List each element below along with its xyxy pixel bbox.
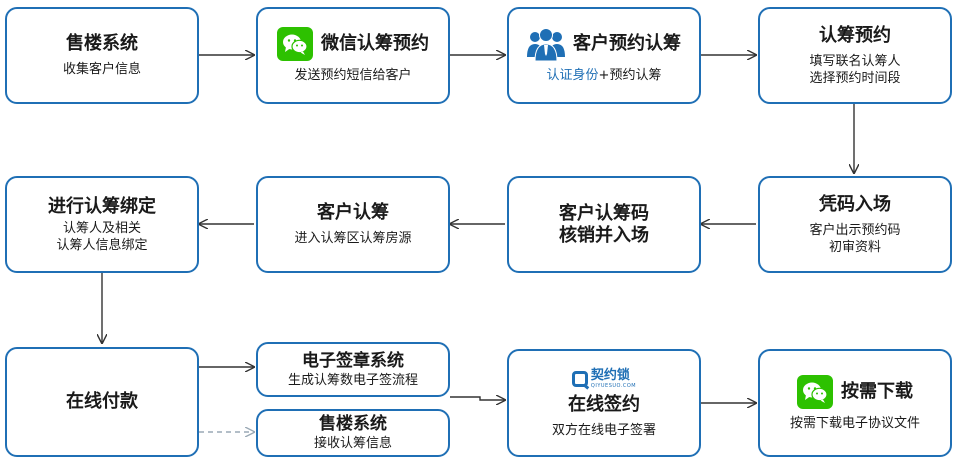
node-title: 在线付款	[66, 391, 138, 412]
node-subtitle: 按需下载电子协议文件	[789, 415, 920, 431]
highlight-text: 认证身份	[546, 68, 599, 83]
node-subtitle: 双方在线电子签署	[551, 422, 656, 438]
node-subtitle: 填写联名认筹人 选择预约时间段	[809, 53, 900, 87]
qiyuesuo-logo-icon	[571, 370, 588, 387]
arrow-n10-n12	[450, 397, 505, 400]
node-title: 在线签约	[568, 393, 640, 415]
node-booking-form: 认筹预约 填写联名认筹人 选择预约时间段	[758, 7, 952, 104]
qiyuesuo-logo: 契约锁 QIYUESUO.COM	[571, 367, 637, 390]
subtitle-line: 填写联名认筹人	[809, 53, 901, 69]
node-subtitle: 接收认筹信息	[313, 436, 392, 451]
node-customer-subscription: 客户认筹 进入认筹区认筹房源	[256, 176, 450, 273]
subtitle-line: 认筹人信息绑定	[56, 237, 148, 253]
customer-group-icon	[527, 28, 565, 61]
node-e-signature-system: 电子签章系统 生成认筹数电子签流程	[256, 342, 450, 397]
wechat-icon	[797, 374, 833, 409]
node-title: 核销并入场	[559, 224, 649, 246]
logo-subtext: QIYUESUO.COM	[590, 382, 637, 389]
node-title: 进行认筹绑定	[48, 195, 156, 217]
node-subtitle: 认筹人及相关 认筹人信息绑定	[56, 220, 147, 254]
subtitle-rest: +预约认筹	[598, 68, 662, 83]
logo-text: 契约锁	[590, 367, 630, 383]
subtitle-line: 初审资料	[828, 239, 881, 255]
node-title: 认筹预约	[819, 24, 891, 46]
node-sales-system-collect: 售楼系统 收集客户信息	[5, 7, 199, 104]
node-title: 客户认筹	[317, 202, 389, 223]
node-subtitle: 收集客户信息	[62, 62, 141, 77]
node-subtitle: 发送预约短信给客户	[294, 68, 412, 83]
node-sales-system-receive: 售楼系统 接收认筹信息	[256, 409, 450, 457]
node-title: 凭码入场	[819, 193, 891, 215]
node-subtitle: 认证身份+预约认筹	[547, 67, 662, 84]
node-wechat-booking: 微信认筹预约 发送预约短信给客户	[256, 7, 450, 104]
wechat-icon	[277, 27, 313, 61]
node-title: 按需下载	[841, 380, 913, 402]
node-download-on-demand: 按需下载 按需下载电子协议文件	[758, 349, 952, 457]
node-title: 客户预约认筹	[573, 33, 681, 54]
node-subtitle: 客户出示预约码 初审资料	[809, 222, 900, 256]
node-code-verification: 客户认筹码 核销并入场	[507, 176, 701, 273]
subtitle-line: 认筹人及相关	[62, 220, 141, 236]
node-online-payment: 在线付款	[5, 347, 199, 457]
node-online-signing: 契约锁 QIYUESUO.COM 在线签约 双方在线电子签署	[507, 349, 701, 457]
node-subtitle: 进入认筹区认筹房源	[294, 231, 412, 246]
node-title: 售楼系统	[66, 33, 138, 54]
node-subscription-binding: 进行认筹绑定 认筹人及相关 认筹人信息绑定	[5, 176, 199, 273]
node-title: 微信认筹预约	[321, 33, 429, 54]
node-customer-booking: 客户预约认筹 认证身份+预约认筹	[507, 7, 701, 104]
node-title: 客户认筹码	[559, 202, 649, 224]
node-entry-by-code: 凭码入场 客户出示预约码 初审资料	[758, 176, 952, 273]
subtitle-line: 客户出示预约码	[809, 222, 901, 238]
node-title: 电子签章系统	[302, 350, 404, 371]
subtitle-line: 选择预约时间段	[809, 70, 901, 86]
node-title: 售楼系统	[319, 414, 387, 434]
node-subtitle: 生成认筹数电子签流程	[287, 372, 418, 388]
